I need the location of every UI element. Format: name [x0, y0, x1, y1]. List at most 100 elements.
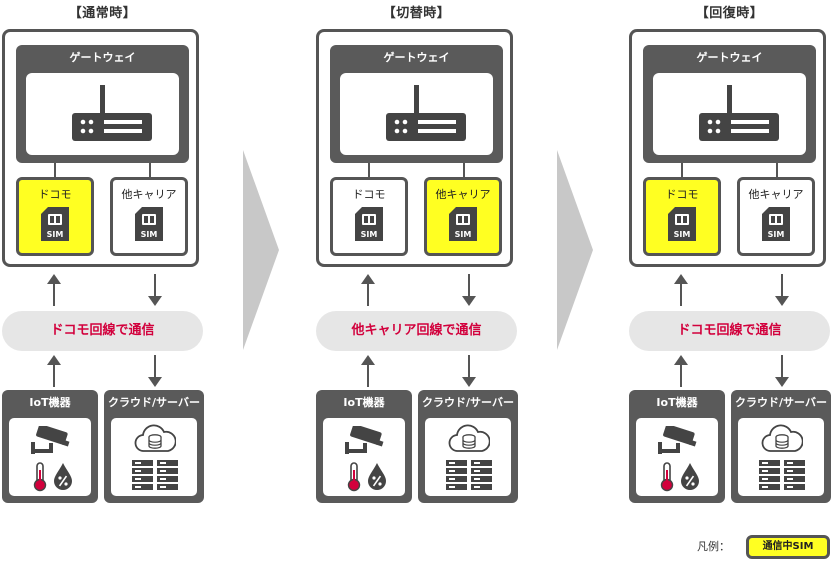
sim-label: 他キャリア — [121, 188, 177, 201]
arrow-down-icon — [462, 274, 476, 306]
cloud-label: クラウド/サーバー — [422, 396, 514, 409]
chevron-right-icon — [243, 150, 279, 350]
arrow-up-icon — [47, 274, 61, 306]
cloud-database-icon — [761, 424, 803, 452]
gateway-box: ゲートウェイ — [330, 45, 503, 163]
cloud-database-icon — [448, 424, 490, 452]
gateway-label: ゲートウェイ — [69, 51, 136, 64]
cloud-icons-area — [738, 418, 824, 496]
iot-label: IoT機器 — [656, 396, 698, 409]
cloud-label: クラウド/サーバー — [108, 396, 200, 409]
communication-text: ドコモ回線で通信 — [50, 323, 155, 338]
cloud-server-box: クラウド/サーバー — [104, 390, 204, 503]
thermometer-icon — [347, 462, 361, 492]
router-icon — [72, 85, 152, 141]
legend-active-sim-chip: 通信中SIM — [746, 535, 830, 559]
panel-title: 【通常時】 — [68, 6, 137, 21]
gateway-device-area — [26, 73, 179, 155]
cloud-database-icon — [134, 424, 176, 452]
connector-line — [776, 163, 778, 177]
sim-card-icon: SIM — [668, 207, 696, 241]
iot-label: IoT機器 — [343, 396, 385, 409]
thermometer-icon — [33, 462, 47, 492]
iot-icons-area — [9, 418, 91, 496]
humidity-drop-icon — [681, 463, 699, 490]
sim-slot-docomo: ドコモ SIM — [330, 177, 408, 256]
sim-chip-text: SIM — [768, 230, 785, 239]
iot-icons-area — [636, 418, 718, 496]
connector-line — [681, 163, 683, 177]
gateway-device-area — [340, 73, 493, 155]
iot-device-box: IoT機器 — [629, 390, 725, 503]
panel-normal: 【通常時】 ゲートウェイ ドコモ SIM 他キャリア — [0, 0, 205, 505]
iot-icons-area — [323, 418, 405, 496]
sim-chip-text: SIM — [141, 230, 158, 239]
panel-title: 【回復時】 — [695, 6, 764, 21]
panel-switching: 【切替時】 ゲートウェイ ドコモ SIM 他キャリア — [314, 0, 519, 505]
sim-slot-docomo: ドコモ SIM — [16, 177, 94, 256]
arrow-down-icon — [148, 274, 162, 306]
sim-label: 他キャリア — [748, 188, 804, 201]
sim-chip-text: SIM — [361, 230, 378, 239]
communication-text: ドコモ回線で通信 — [677, 323, 782, 338]
iot-label: IoT機器 — [29, 396, 71, 409]
arrow-up-icon — [361, 355, 375, 387]
humidity-drop-icon — [368, 463, 386, 490]
communication-text: 他キャリア回線で通信 — [351, 323, 482, 338]
communication-status: ドコモ回線で通信 — [629, 311, 830, 351]
cloud-server-box: クラウド/サーバー — [731, 390, 831, 503]
sim-label: ドコモ — [38, 188, 72, 201]
arrow-down-icon — [775, 355, 789, 387]
communication-status: ドコモ回線で通信 — [2, 311, 203, 351]
sim-card-icon: SIM — [355, 207, 383, 241]
chevron-right-icon — [557, 150, 593, 350]
connector-line — [463, 163, 465, 177]
arrow-down-icon — [775, 274, 789, 306]
gateway-box: ゲートウェイ — [16, 45, 189, 163]
thermometer-icon — [660, 462, 674, 492]
sim-slot-other-carrier: 他キャリア SIM — [737, 177, 815, 256]
arrow-up-icon — [361, 274, 375, 306]
sim-slot-other-carrier: 他キャリア SIM — [424, 177, 502, 256]
gateway-label: ゲートウェイ — [696, 51, 763, 64]
sim-label: 他キャリア — [435, 188, 491, 201]
cloud-icons-area — [111, 418, 197, 496]
security-camera-icon — [31, 426, 70, 454]
iot-device-box: IoT機器 — [316, 390, 412, 503]
connector-line — [54, 163, 56, 177]
connector-line — [149, 163, 151, 177]
sim-chip-text: SIM — [47, 230, 64, 239]
gateway-box: ゲートウェイ — [643, 45, 816, 163]
router-icon — [699, 85, 779, 141]
gateway-device-area — [653, 73, 806, 155]
cloud-label: クラウド/サーバー — [735, 396, 827, 409]
cloud-icons-area — [425, 418, 511, 496]
arrow-down-icon — [148, 355, 162, 387]
legend-label: 凡例： — [697, 540, 730, 553]
router-icon — [386, 85, 466, 141]
humidity-drop-icon — [54, 463, 72, 490]
panel-title: 【切替時】 — [382, 6, 451, 21]
sim-card-icon: SIM — [41, 207, 69, 241]
arrow-up-icon — [674, 274, 688, 306]
connector-line — [368, 163, 370, 177]
server-rack-icon — [132, 460, 178, 490]
sim-card-icon: SIM — [762, 207, 790, 241]
sim-label: ドコモ — [352, 188, 386, 201]
gateway-label: ゲートウェイ — [383, 51, 450, 64]
arrow-up-icon — [47, 355, 61, 387]
sim-slot-other-carrier: 他キャリア SIM — [110, 177, 188, 256]
panel-recovery: 【回復時】 ゲートウェイ ドコモ SIM 他キャリア — [627, 0, 832, 505]
sim-card-icon: SIM — [135, 207, 163, 241]
sim-label: ドコモ — [665, 188, 699, 201]
server-rack-icon — [759, 460, 805, 490]
communication-status: 他キャリア回線で通信 — [316, 311, 517, 351]
sim-chip-text: SIM — [674, 230, 691, 239]
security-camera-icon — [658, 426, 697, 454]
sim-chip-text: SIM — [455, 230, 472, 239]
security-camera-icon — [345, 426, 384, 454]
sim-card-icon: SIM — [449, 207, 477, 241]
arrow-down-icon — [462, 355, 476, 387]
iot-device-box: IoT機器 — [2, 390, 98, 503]
server-rack-icon — [446, 460, 492, 490]
